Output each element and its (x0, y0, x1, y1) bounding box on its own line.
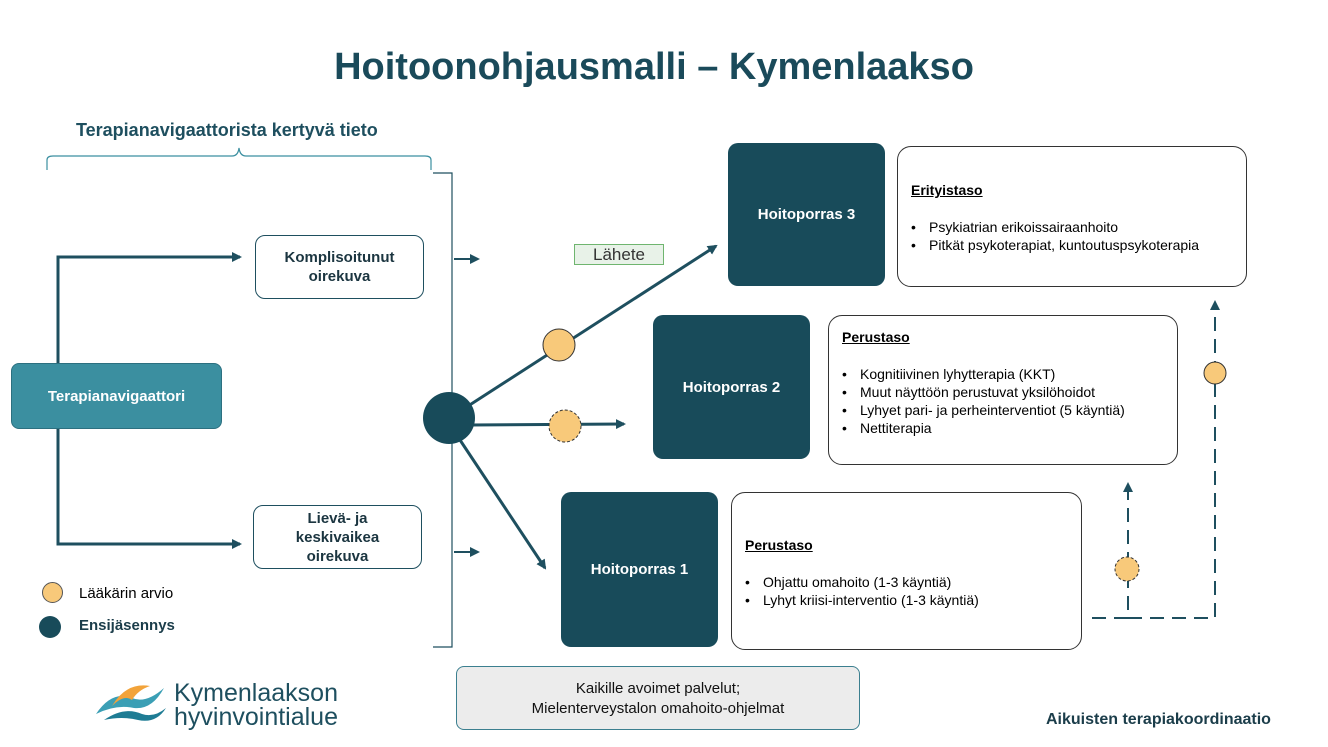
step-1-label: Hoitoporras 1 (590, 561, 689, 578)
first-assessment-hub (423, 392, 475, 444)
doctor-marker-dashed-2 (1203, 361, 1227, 385)
mild-symptoms-box: Lievä- ja keskivaikea oirekuva (253, 505, 422, 569)
subtitle: Terapianavigaattorista kertyvä tieto (76, 120, 378, 140)
open-services-line1: Kaikille avoimet palvelut; (575, 680, 741, 697)
complicated-symptoms-label: Komplisoitunut oirekuva (284, 249, 395, 285)
step-3-box: Hoitoporras 3 (728, 143, 885, 286)
step-2-level: Perustaso (842, 329, 910, 345)
step-1-description: Perustaso Ohjattu omahoito (1-3 käyntiä)… (731, 492, 1082, 650)
step-1-box: Hoitoporras 1 (561, 492, 718, 647)
referral-label: Lähete (574, 244, 664, 265)
step-2-item: Kognitiivinen lyhytterapia (KKT) (842, 365, 1177, 383)
doctor-marker-dashed-1 (1114, 556, 1140, 582)
navigator-box: Terapianavigaattori (11, 363, 222, 429)
doctor-marker-step2 (548, 409, 582, 443)
mild-symptoms-label: Lievä- ja keskivaikea oirekuva (295, 509, 380, 565)
step-1-item: Lyhyt kriisi-interventio (1-3 käyntiä) (745, 591, 1081, 609)
step-1-item: Ohjattu omahoito (1-3 käyntiä) (745, 573, 1081, 591)
step-3-description: Erityistaso Psykiatrian erikoissairaanho… (897, 146, 1247, 287)
doctor-assessment-legend-label: Lääkärin arvio (79, 585, 174, 602)
top-brace (46, 147, 432, 170)
logo-line1: Kymenlaakson (174, 679, 338, 707)
step-2-item: Muut näyttöön perustuvat yksilöhoidot (842, 383, 1177, 401)
open-services-line2: Mielenterveystalon omahoito-ohjelmat (531, 700, 785, 717)
step-1-level: Perustaso (745, 537, 813, 553)
open-services-box: Kaikille avoimet palvelut; Mielenterveys… (456, 666, 860, 730)
step-3-item: Psykiatrian erikoissairaanhoito (911, 218, 1246, 236)
step-2-label: Hoitoporras 2 (682, 378, 781, 396)
step-3-label: Hoitoporras 3 (757, 206, 856, 223)
footer-unit-label: Aikuisten terapiakoordinaatio (1046, 711, 1271, 728)
doctor-marker-step3 (542, 328, 576, 362)
page-title: Hoitoonohjausmalli – Kymenlaakso (334, 46, 974, 88)
step-2-item: Lyhyet pari- ja perheinterventiot (5 käy… (842, 401, 1177, 419)
step-2-description: Perustaso Kognitiivinen lyhytterapia (KK… (828, 315, 1178, 465)
organization-logo-text: Kymenlaakson hyvinvointialue (174, 679, 338, 731)
logo-line2: hyvinvointialue (174, 703, 338, 731)
wave-logo-icon (96, 685, 166, 721)
step-3-level: Erityistaso (911, 182, 983, 198)
step-2-item: Nettiterapia (842, 419, 1177, 437)
step-2-box: Hoitoporras 2 (653, 315, 810, 459)
complicated-symptoms-box: Komplisoitunut oirekuva (255, 235, 424, 299)
step-3-item: Pitkät psykoterapiat, kuntoutuspsykotera… (911, 236, 1246, 254)
doctor-assessment-legend-icon (42, 582, 63, 603)
first-assessment-legend-icon (39, 616, 61, 638)
first-assessment-legend-label: Ensijäsennys (79, 617, 175, 634)
